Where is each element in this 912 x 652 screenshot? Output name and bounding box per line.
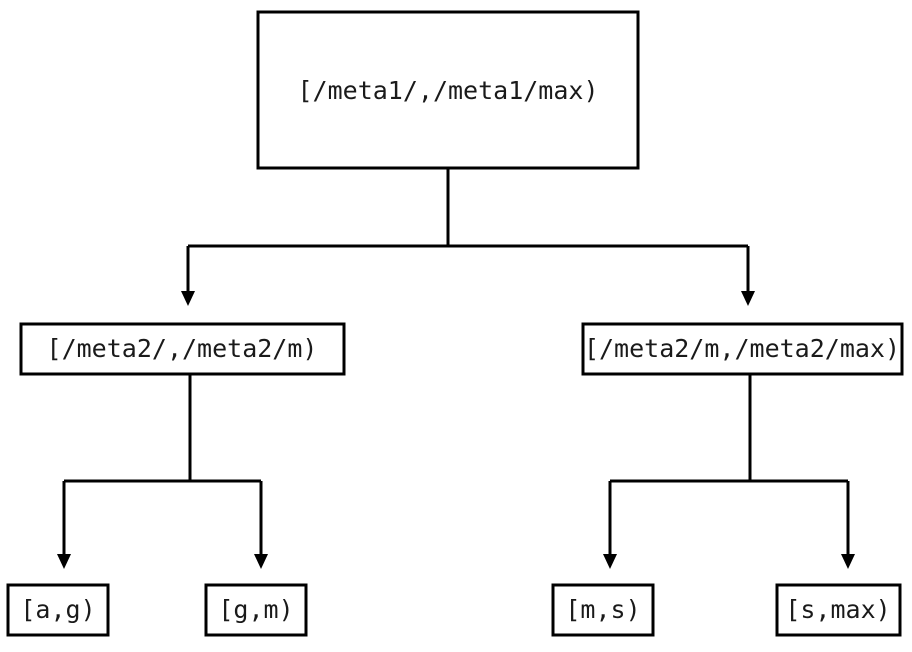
arrowhead-midleft-to-leaf-gm (254, 554, 268, 569)
node-mid-right-label: [/meta2/m,/meta2/max) (584, 334, 900, 363)
node-mid-left-label: [/meta2/,/meta2/m) (47, 334, 318, 363)
node-mid-right[interactable]: [/meta2/m,/meta2/max) (581, 322, 904, 376)
edge-group-midleft-to-leaves (57, 374, 268, 569)
node-mid-right-box[interactable] (581, 322, 904, 376)
node-root[interactable]: [/meta1/,/meta1/max) (256, 10, 640, 170)
arrowhead-midleft-to-leaf-ag (57, 554, 71, 569)
node-leaf-ms[interactable]: [m,s) (551, 583, 655, 637)
node-leaf-gm-label: [g,m) (218, 595, 293, 624)
node-leaf-ms-label: [m,s) (565, 595, 640, 624)
node-leaf-gm-box[interactable] (204, 583, 308, 637)
node-leaf-gm[interactable]: [g,m) (204, 583, 308, 637)
arrowhead-root-to-mid-left (181, 291, 195, 306)
arrowhead-midright-to-leaf-smax (841, 554, 855, 569)
arrowhead-root-to-mid-right (741, 291, 755, 306)
arrowhead-midright-to-leaf-ms (603, 554, 617, 569)
node-root-box[interactable] (256, 10, 640, 170)
node-leaf-ag-label: [a,g) (20, 595, 95, 624)
node-leaf-smax-label: [s,max) (785, 595, 890, 624)
node-root-label: [/meta1/,/meta1/max) (297, 76, 598, 105)
node-leaf-smax-box[interactable] (775, 583, 902, 637)
node-leaf-smax[interactable]: [s,max) (775, 583, 902, 637)
node-mid-left-box[interactable] (19, 322, 346, 376)
node-leaf-ag-box[interactable] (6, 583, 110, 637)
node-leaf-ms-box[interactable] (551, 583, 655, 637)
node-mid-left[interactable]: [/meta2/,/meta2/m) (19, 322, 346, 376)
edge-group-midright-to-leaves (603, 374, 855, 569)
node-leaf-ag[interactable]: [a,g) (6, 583, 110, 637)
edge-group-root-to-middle (181, 168, 755, 306)
